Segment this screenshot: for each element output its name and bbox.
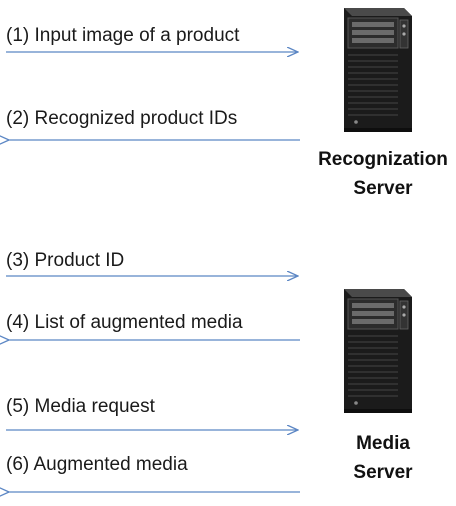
- server-tower-icon: [344, 289, 412, 413]
- server-label-line1: Media: [356, 433, 410, 454]
- server-label-line2: Server: [353, 178, 413, 199]
- message-label-2: (2) Recognized product IDs: [6, 108, 238, 129]
- server-label-line1: Recognization: [318, 149, 448, 170]
- media-server-label: Media Server: [298, 429, 456, 487]
- message-label-6: (6) Augmented media: [6, 454, 188, 475]
- message-label-1: (1) Input image of a product: [6, 25, 240, 46]
- message-label-3: (3) Product ID: [6, 250, 125, 271]
- message-label-4: (4) List of augmented media: [6, 312, 243, 333]
- message-label-5: (5) Media request: [6, 396, 155, 417]
- recognition-server-label: Recognization Server: [298, 145, 456, 203]
- server-label-line2: Server: [353, 462, 413, 483]
- server-tower-icon: [344, 8, 412, 132]
